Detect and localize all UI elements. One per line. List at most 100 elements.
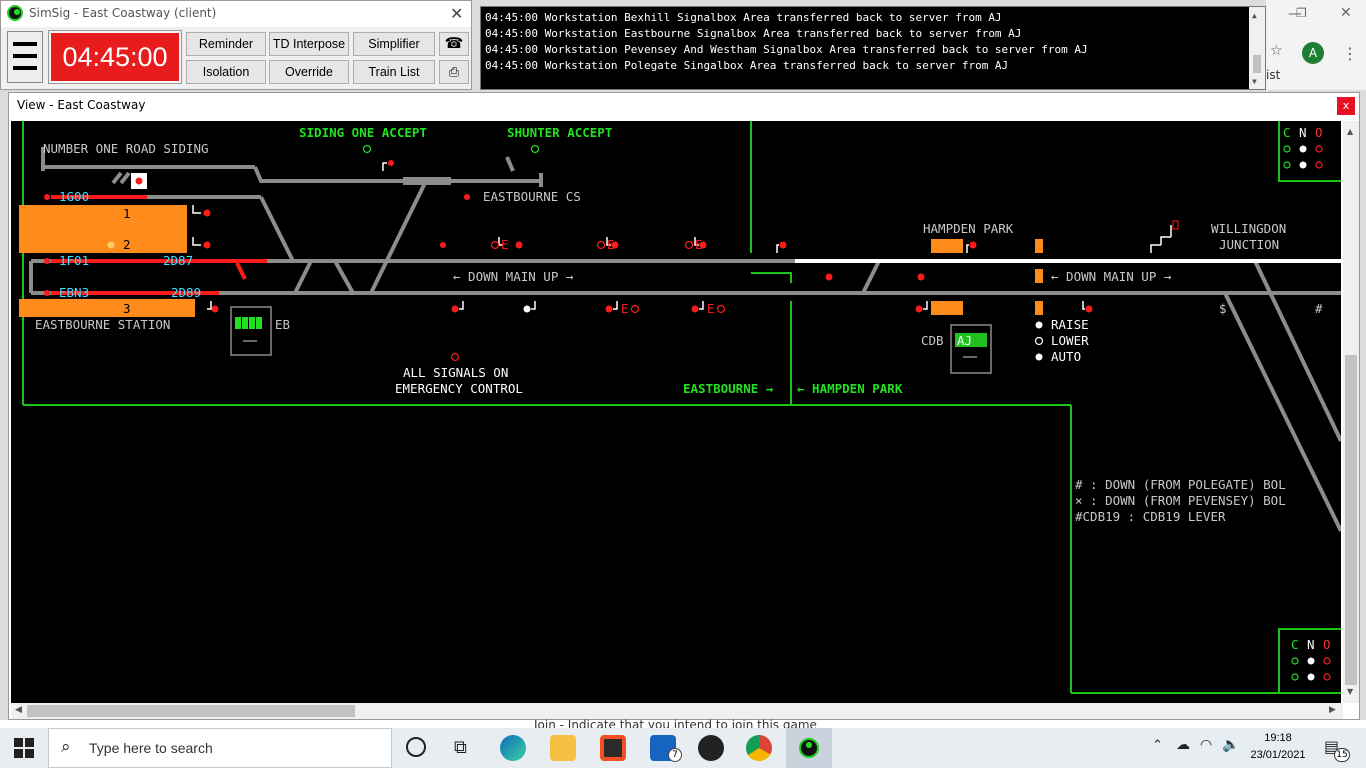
- scroll-up-icon[interactable]: ▲: [1252, 11, 1257, 20]
- xbox-icon[interactable]: [698, 735, 724, 761]
- label-emergency-control: EMERGENCY CONTROL: [395, 381, 523, 396]
- lower-light[interactable]: [1034, 336, 1044, 346]
- train-list-button[interactable]: Train List: [353, 60, 435, 84]
- isolation-button[interactable]: Isolation: [186, 60, 266, 84]
- store-icon[interactable]: [600, 735, 626, 761]
- label-lower: LOWER: [1051, 333, 1089, 348]
- simplifier-button[interactable]: Simplifier: [353, 32, 435, 56]
- eb-indicators: [235, 317, 262, 329]
- cno-n: N: [1299, 125, 1307, 140]
- scroll-thumb[interactable]: [27, 705, 355, 717]
- taskbar-time[interactable]: 19:18: [1264, 732, 1292, 744]
- chrome-icon[interactable]: [746, 735, 772, 761]
- berth-1f01[interactable]: 1F01: [59, 253, 89, 268]
- cno-grid-bottom[interactable]: [1291, 657, 1331, 681]
- cortana-icon[interactable]: [406, 737, 426, 757]
- label-auto: AUTO: [1051, 349, 1081, 364]
- legend-line-2: × : DOWN (FROM PEVENSEY) BOL: [1075, 493, 1286, 508]
- berth-2d87[interactable]: 2D87: [163, 253, 193, 268]
- label-eb: EB: [275, 317, 290, 332]
- browser-close-icon[interactable]: ✕: [1340, 5, 1352, 21]
- label-cdb: CDB: [921, 333, 944, 348]
- message-line: 04:45:00 Workstation Polegate Singalbox …: [485, 59, 1009, 72]
- td-interpose-button[interactable]: TD Interpose: [269, 32, 349, 56]
- ground-frame-signal: [1172, 220, 1179, 230]
- override-button[interactable]: Override: [269, 60, 349, 84]
- chevron-up-icon[interactable]: ⌃: [1152, 738, 1163, 753]
- e-mark: E: [501, 237, 509, 252]
- scroll-left-icon[interactable]: ◀: [15, 705, 22, 715]
- scroll-thumb[interactable]: [1345, 355, 1357, 685]
- platform-2-signal: [107, 241, 115, 249]
- berth-2d89[interactable]: 2D89: [171, 285, 201, 300]
- shunter-accept-light: [530, 144, 540, 154]
- search-icon: ⌕: [61, 737, 71, 757]
- auto-light[interactable]: [1035, 353, 1043, 361]
- menu-button[interactable]: [7, 31, 43, 83]
- restore-icon[interactable]: ❐: [1296, 6, 1307, 20]
- view-close-button[interactable]: x: [1337, 97, 1355, 115]
- message-line: 04:45:00 Workstation Bexhill Signalbox A…: [485, 11, 1002, 24]
- legend-line-1: # : DOWN (FROM POLEGATE) BOL: [1075, 477, 1286, 492]
- scroll-thumb[interactable]: [1253, 55, 1261, 73]
- berth-ebn3[interactable]: EBN3: [59, 285, 89, 300]
- label-all-signals-on: ALL SIGNALS ON: [403, 365, 508, 380]
- simsig-taskbar-button[interactable]: [786, 728, 832, 768]
- panel-diagram[interactable]: NUMBER ONE ROAD SIDING EASTBOURNE CS HAM…: [11, 121, 1341, 703]
- message-scrollbar[interactable]: ▲ ▼: [1249, 7, 1265, 89]
- scroll-up-icon[interactable]: ▲: [1347, 127, 1354, 136]
- label-eastbourne-cs: EASTBOURNE CS: [483, 189, 581, 204]
- reminder-button[interactable]: Reminder: [186, 32, 266, 56]
- area-boundary-lines: [22, 121, 1341, 694]
- cno-c: C: [1283, 125, 1291, 140]
- platform-2-number: 2: [123, 237, 131, 252]
- taskbar-date[interactable]: 23/01/2021: [1250, 749, 1306, 761]
- label-eastbourne-station: EASTBOURNE STATION: [35, 317, 170, 332]
- scroll-right-icon[interactable]: ▶: [1329, 705, 1336, 715]
- scroll-down-icon[interactable]: ▼: [1252, 77, 1257, 86]
- more-icon[interactable]: ⋮: [1342, 44, 1358, 63]
- track-grey: [29, 147, 1341, 532]
- edge-icon[interactable]: [500, 735, 526, 761]
- star-icon[interactable]: ☆: [1270, 43, 1283, 59]
- buffer-stops: [403, 173, 543, 187]
- telephone-icon[interactable]: ☎: [439, 32, 469, 56]
- cdb-panel-box[interactable]: [950, 324, 992, 374]
- platform-1-number: 1: [123, 206, 131, 221]
- aj-indicator: [955, 333, 987, 347]
- avatar[interactable]: A: [1302, 42, 1324, 64]
- platforms: [19, 205, 1043, 317]
- signalling-panel[interactable]: NUMBER ONE ROAD SIDING EASTBOURNE CS HAM…: [11, 121, 1341, 703]
- cloud-icon[interactable]: ☁: [1176, 737, 1190, 753]
- task-view-icon[interactable]: ⧉: [454, 737, 467, 758]
- volume-icon[interactable]: 🔈: [1222, 737, 1240, 753]
- file-explorer-icon[interactable]: [550, 735, 576, 761]
- raise-light[interactable]: [1035, 321, 1043, 329]
- berth-1g00[interactable]: 1G00: [59, 189, 89, 204]
- cno-grid-top[interactable]: [1283, 145, 1323, 169]
- view-vertical-scrollbar[interactable]: ▲ ▼: [1343, 121, 1359, 703]
- message-line: 04:45:00 Workstation Pevensey And Westha…: [485, 43, 1088, 56]
- view-window: View - East Coastway x: [8, 92, 1360, 720]
- scroll-down-icon[interactable]: ▼: [1347, 687, 1354, 696]
- view-horizontal-scrollbar[interactable]: ◀ ▶: [11, 703, 1343, 719]
- windows-start-icon[interactable]: [14, 738, 34, 758]
- label-willingdon: WILLINGDON: [1211, 221, 1286, 236]
- simsig-logo-icon: [7, 5, 23, 21]
- siding-one-accept-light: [362, 144, 372, 154]
- wifi-icon[interactable]: ◠: [1200, 737, 1213, 753]
- label-junction: JUNCTION: [1219, 237, 1279, 252]
- mail-badge: 7: [668, 748, 682, 762]
- sim-clock[interactable]: 04:45:00: [48, 30, 182, 84]
- taskbar-search[interactable]: ⌕ Type here to search: [48, 728, 392, 768]
- label-hampden-park-arrow: ← HAMPDEN PARK: [797, 381, 903, 396]
- message-log[interactable]: 04:45:00 Workstation Bexhill Signalbox A…: [480, 6, 1266, 90]
- control-titlebar: SimSig - East Coastway (client) ✕: [1, 1, 471, 27]
- message-line: 04:45:00 Workstation Eastbourne Signalbo…: [485, 27, 1022, 40]
- label-number-one-road-siding: NUMBER ONE ROAD SIDING: [43, 141, 209, 156]
- printer-icon[interactable]: ⎙: [439, 60, 469, 84]
- minimize-icon[interactable]: —: [1288, 6, 1302, 22]
- close-icon[interactable]: ✕: [450, 4, 464, 23]
- eb-panel-box[interactable]: [230, 306, 272, 356]
- signal-heads[interactable]: [44, 160, 1093, 362]
